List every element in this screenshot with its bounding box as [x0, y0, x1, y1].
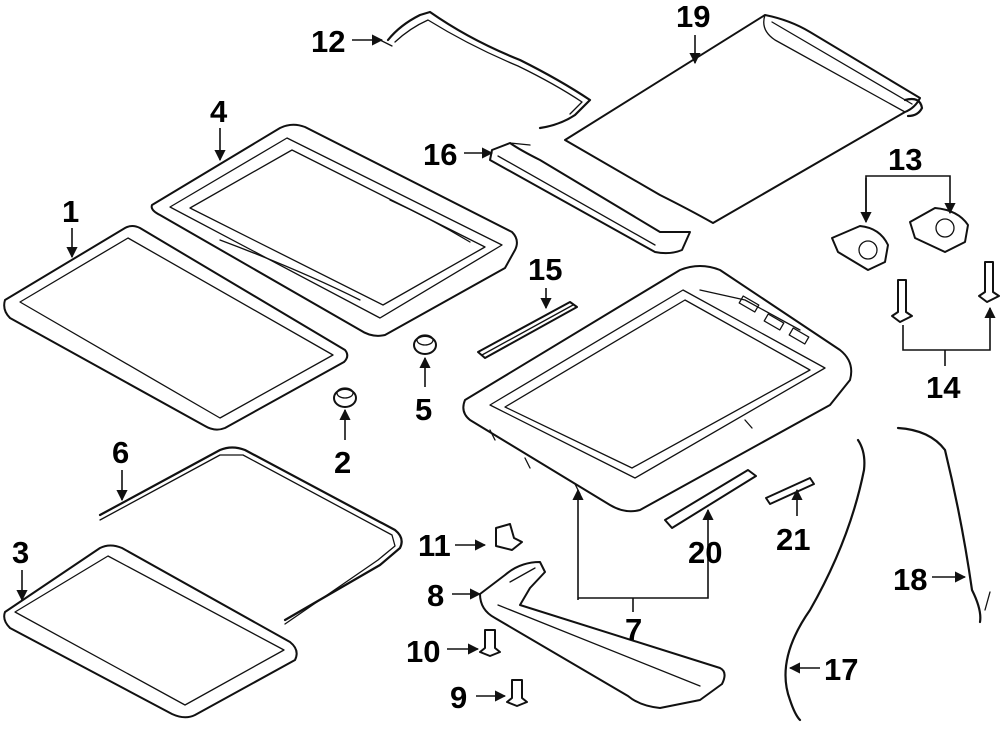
callout-13: 13	[888, 142, 922, 177]
callout-9: 9	[450, 680, 467, 715]
callout-10: 10	[406, 634, 440, 669]
part-15-guide	[477, 301, 578, 359]
part-2-nut	[333, 387, 357, 408]
callout-5: 5	[415, 392, 432, 427]
part-4-glass-panel	[150, 123, 518, 337]
callout-18: 18	[893, 562, 927, 597]
part-7-frame	[462, 265, 853, 513]
callout-21: 21	[776, 522, 810, 557]
callout-20: 20	[688, 535, 722, 570]
part-1-glass	[3, 225, 349, 431]
part-20-bracket	[664, 469, 757, 529]
part-5-nut	[413, 334, 437, 355]
part-8-rail	[479, 561, 726, 709]
callout-8: 8	[427, 578, 444, 613]
callout-1: 1	[62, 194, 79, 229]
callout-19: 19	[676, 0, 710, 34]
part-13-motors	[831, 207, 969, 271]
part-18-drain-hose	[896, 426, 991, 624]
callout-2: 2	[334, 445, 351, 480]
callout-3: 3	[12, 535, 29, 570]
part-12-seal-strip	[379, 10, 592, 130]
leaders	[16, 34, 996, 702]
callout-11: 11	[418, 528, 451, 563]
callout-15: 15	[528, 252, 562, 287]
part-6-seal	[98, 446, 403, 625]
part-21-clip	[765, 477, 815, 505]
callout-12: 12	[311, 24, 345, 59]
part-14-bolts	[891, 261, 1000, 323]
callout-16: 16	[423, 137, 457, 172]
part-16-deflector	[489, 142, 691, 255]
part-3-gasket	[3, 544, 298, 719]
part-11-clip	[495, 523, 523, 551]
callout-4: 4	[210, 94, 228, 129]
callout-14: 14	[926, 370, 961, 405]
part-10-bolt	[479, 629, 501, 657]
part-17-drain-hose	[784, 438, 866, 722]
callout-6: 6	[112, 435, 129, 470]
callout-17: 17	[824, 652, 858, 687]
callout-7: 7	[625, 612, 642, 647]
part-19-sunshade	[564, 14, 924, 224]
callout-labels: 12 19 16 4 1 15 13 14 5 2 6 3 7 20 21 11…	[12, 0, 961, 715]
part-9-bolt	[506, 679, 528, 707]
